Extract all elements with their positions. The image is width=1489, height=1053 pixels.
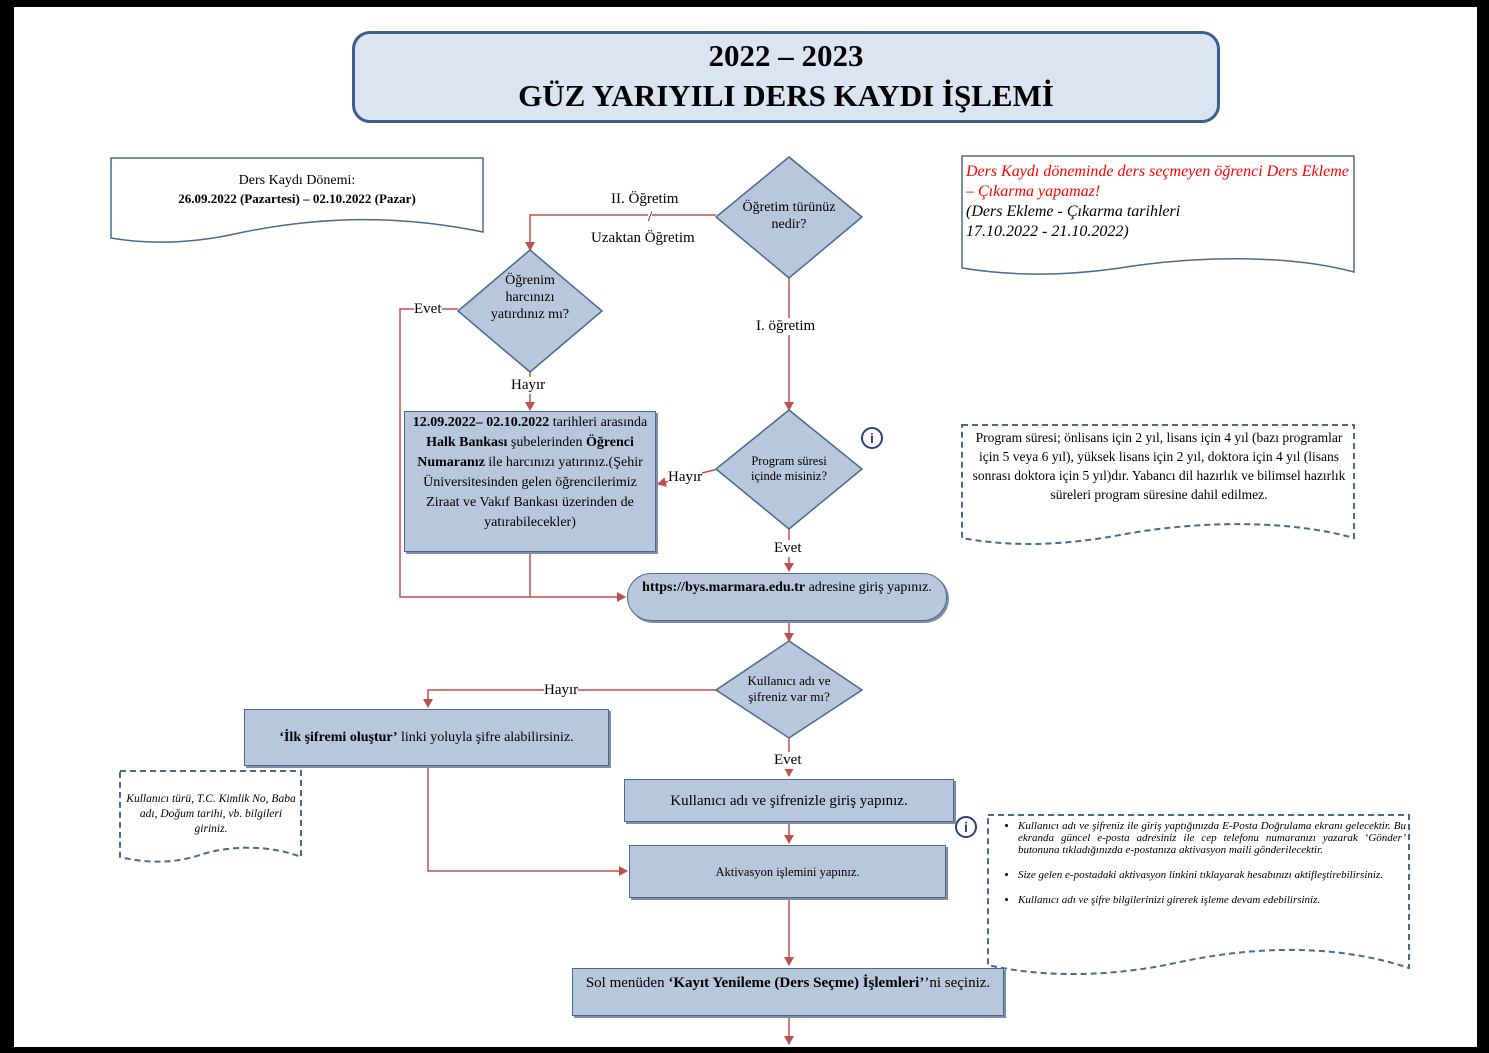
activation-notes: Kullanıcı adı ve şifreniz ile giriş yapt… [990, 820, 1406, 919]
education-type-text: Öğretim türünüz nedir? [742, 200, 836, 232]
select-courses-menu: ‘Kayıt Yenileme (Ders Seçme) İşlemleri’ [668, 975, 925, 991]
fee-paid-text: Öğrenim harcınızı yatırdınız mı? [490, 273, 570, 322]
fee-bank: Halk Bankası [426, 435, 508, 450]
login-site-text: adresine giriş yapınız. [805, 580, 932, 595]
program-duration-text: Program süresi içinde misiniz? [750, 454, 828, 483]
fee-text-3: ile harcınızı yatırınız.(Şehir Üniversit… [423, 455, 643, 530]
create-password-link: ‘İlk şifremi oluştur’ [279, 730, 398, 745]
activation-note-item: Kullanıcı adı ve şifre bilgilerinizi gir… [1018, 894, 1406, 906]
period-label: Ders Kaydı Dönemi: [238, 173, 356, 188]
fee-paid-decision [456, 249, 604, 373]
activation-note-item: Kullanıcı adı ve şifreniz ile giriş yapt… [1018, 820, 1406, 856]
period-dates: 26.09.2022 (Pazartesi) – 02.10.2022 (Paz… [178, 191, 416, 206]
fee-dates: 12.09.2022– 02.10.2022 [412, 415, 550, 430]
info-icon: i [861, 427, 883, 449]
activation-note-shape [987, 814, 1410, 975]
arrow-to-fee-decision [525, 214, 716, 251]
label-slash: / [648, 209, 653, 226]
credentials-decision [714, 640, 864, 739]
fee-student-number: Öğrenci Numaranız [417, 435, 634, 470]
warning-dates-2: 17.10.2022 - 21.10.2022) [966, 223, 1129, 240]
login-site-box: https://bys.marmara.edu.tr adresine giri… [627, 573, 947, 621]
label-evet-program: Evet [774, 540, 802, 557]
label-hayir-credentials: Hayır [544, 682, 579, 699]
label-first-education: I. öğretim [756, 318, 816, 335]
label-evet-credentials: Evet [774, 752, 802, 769]
create-note-shape [119, 770, 302, 863]
select-courses-pre: Sol menüden [585, 975, 669, 991]
login-box: Kullanıcı adı ve şifrenizle giriş yapını… [624, 779, 954, 822]
create-password-note: Kullanıcı türü, T.C. Kimlik No, Baba adı… [126, 793, 296, 835]
period-note: Ders Kaydı Dönemi: 26.09.2022 (Pazartesi… [111, 172, 483, 208]
login-url: https://bys.marmara.edu.tr [642, 580, 806, 595]
warning-note-shape [961, 155, 1355, 275]
program-note-shape [961, 424, 1355, 545]
create-password-box: ‘İlk şifremi oluştur’ linki yoluyla şifr… [244, 709, 609, 766]
activation-box: Aktivasyon işlemini yapınız. [629, 845, 946, 898]
label-second-education: II. Öğretim [611, 191, 679, 208]
label-distance-education: Uzaktan Öğretim [591, 230, 695, 247]
activation-note-item: Size gelen e-postadaki aktivasyon linkin… [1018, 869, 1406, 881]
warning-note: Ders Kaydı döneminde ders seçmeyen öğren… [966, 162, 1351, 242]
fee-text-1: tarihleri arasında [549, 415, 648, 430]
fee-text-2: şubelerinden [507, 435, 586, 450]
fee-payment-box: 12.09.2022– 02.10.2022 tarihleri arasınd… [404, 411, 656, 552]
label-hayir-program: Hayır [668, 469, 703, 486]
create-password-text: linki yoluyla şifre alabilirsiniz. [397, 730, 574, 745]
program-note: Program süresi; önlisans için 2 yıl, lis… [972, 430, 1346, 502]
title-main: GÜZ YARIYILI DERS KAYDI İŞLEMİ [518, 78, 1054, 113]
arrow-hayir-to-create [423, 689, 718, 708]
warning-dates-1: (Ders Ekleme - Çıkarma tarihleri [966, 203, 1181, 220]
select-courses-post: ’ni seçiniz. [924, 975, 991, 991]
warning-red-text: Ders Kaydı döneminde ders seçmeyen öğren… [966, 163, 1349, 200]
program-duration-decision [714, 409, 864, 530]
label-hayir-fee: Hayır [511, 377, 546, 394]
label-evet-fee: Evet [414, 301, 442, 318]
credentials-text: Kullanıcı adı ve şifreniz var mı? [747, 673, 831, 704]
page-title: 2022 – 2023 GÜZ YARIYILI DERS KAYDI İŞLE… [352, 31, 1220, 123]
title-years: 2022 – 2023 [708, 38, 864, 73]
info-icon: i [955, 816, 977, 838]
arrow-create-to-activation [427, 766, 628, 876]
period-note-shape [110, 157, 484, 243]
select-courses-box: Sol menüden ‘Kayıt Yenileme (Ders Seçme)… [572, 968, 1004, 1016]
education-type-decision [714, 156, 864, 279]
